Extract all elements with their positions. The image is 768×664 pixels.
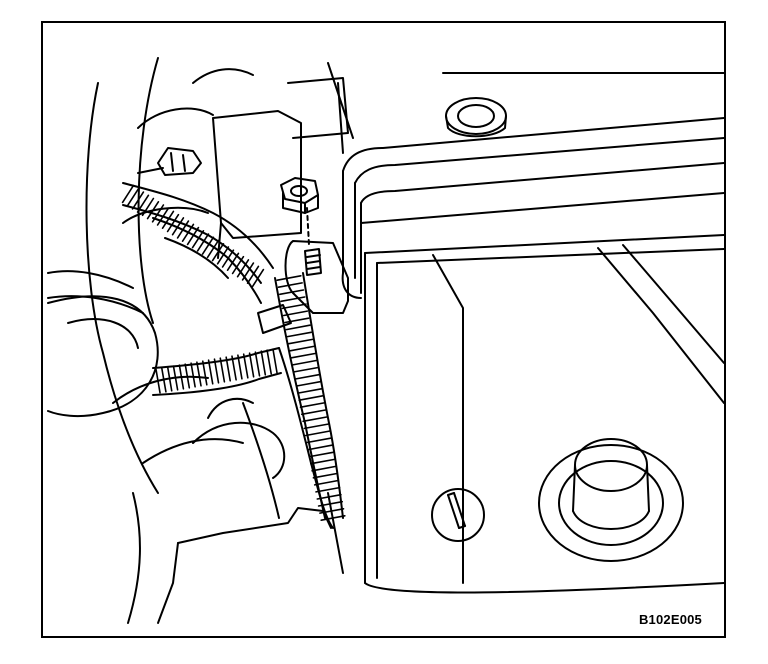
wire-harness-lower xyxy=(152,347,334,529)
wire-harness-vertical xyxy=(274,272,346,521)
bolt-and-nut xyxy=(280,177,322,276)
connector xyxy=(137,147,202,176)
hold-down-bracket xyxy=(284,117,724,314)
battery-bracket-illustration xyxy=(47,57,724,624)
battery xyxy=(327,62,724,594)
wire-harness-upper xyxy=(121,182,274,304)
fill-cap xyxy=(431,488,485,542)
terminal-post xyxy=(538,438,684,562)
vent-plug xyxy=(445,97,507,138)
engine-outline xyxy=(47,57,254,494)
lower-components xyxy=(127,304,332,624)
figure-frame: B102E005 xyxy=(41,21,726,638)
figure-code: B102E005 xyxy=(638,612,702,627)
mounting-plate xyxy=(212,77,349,259)
